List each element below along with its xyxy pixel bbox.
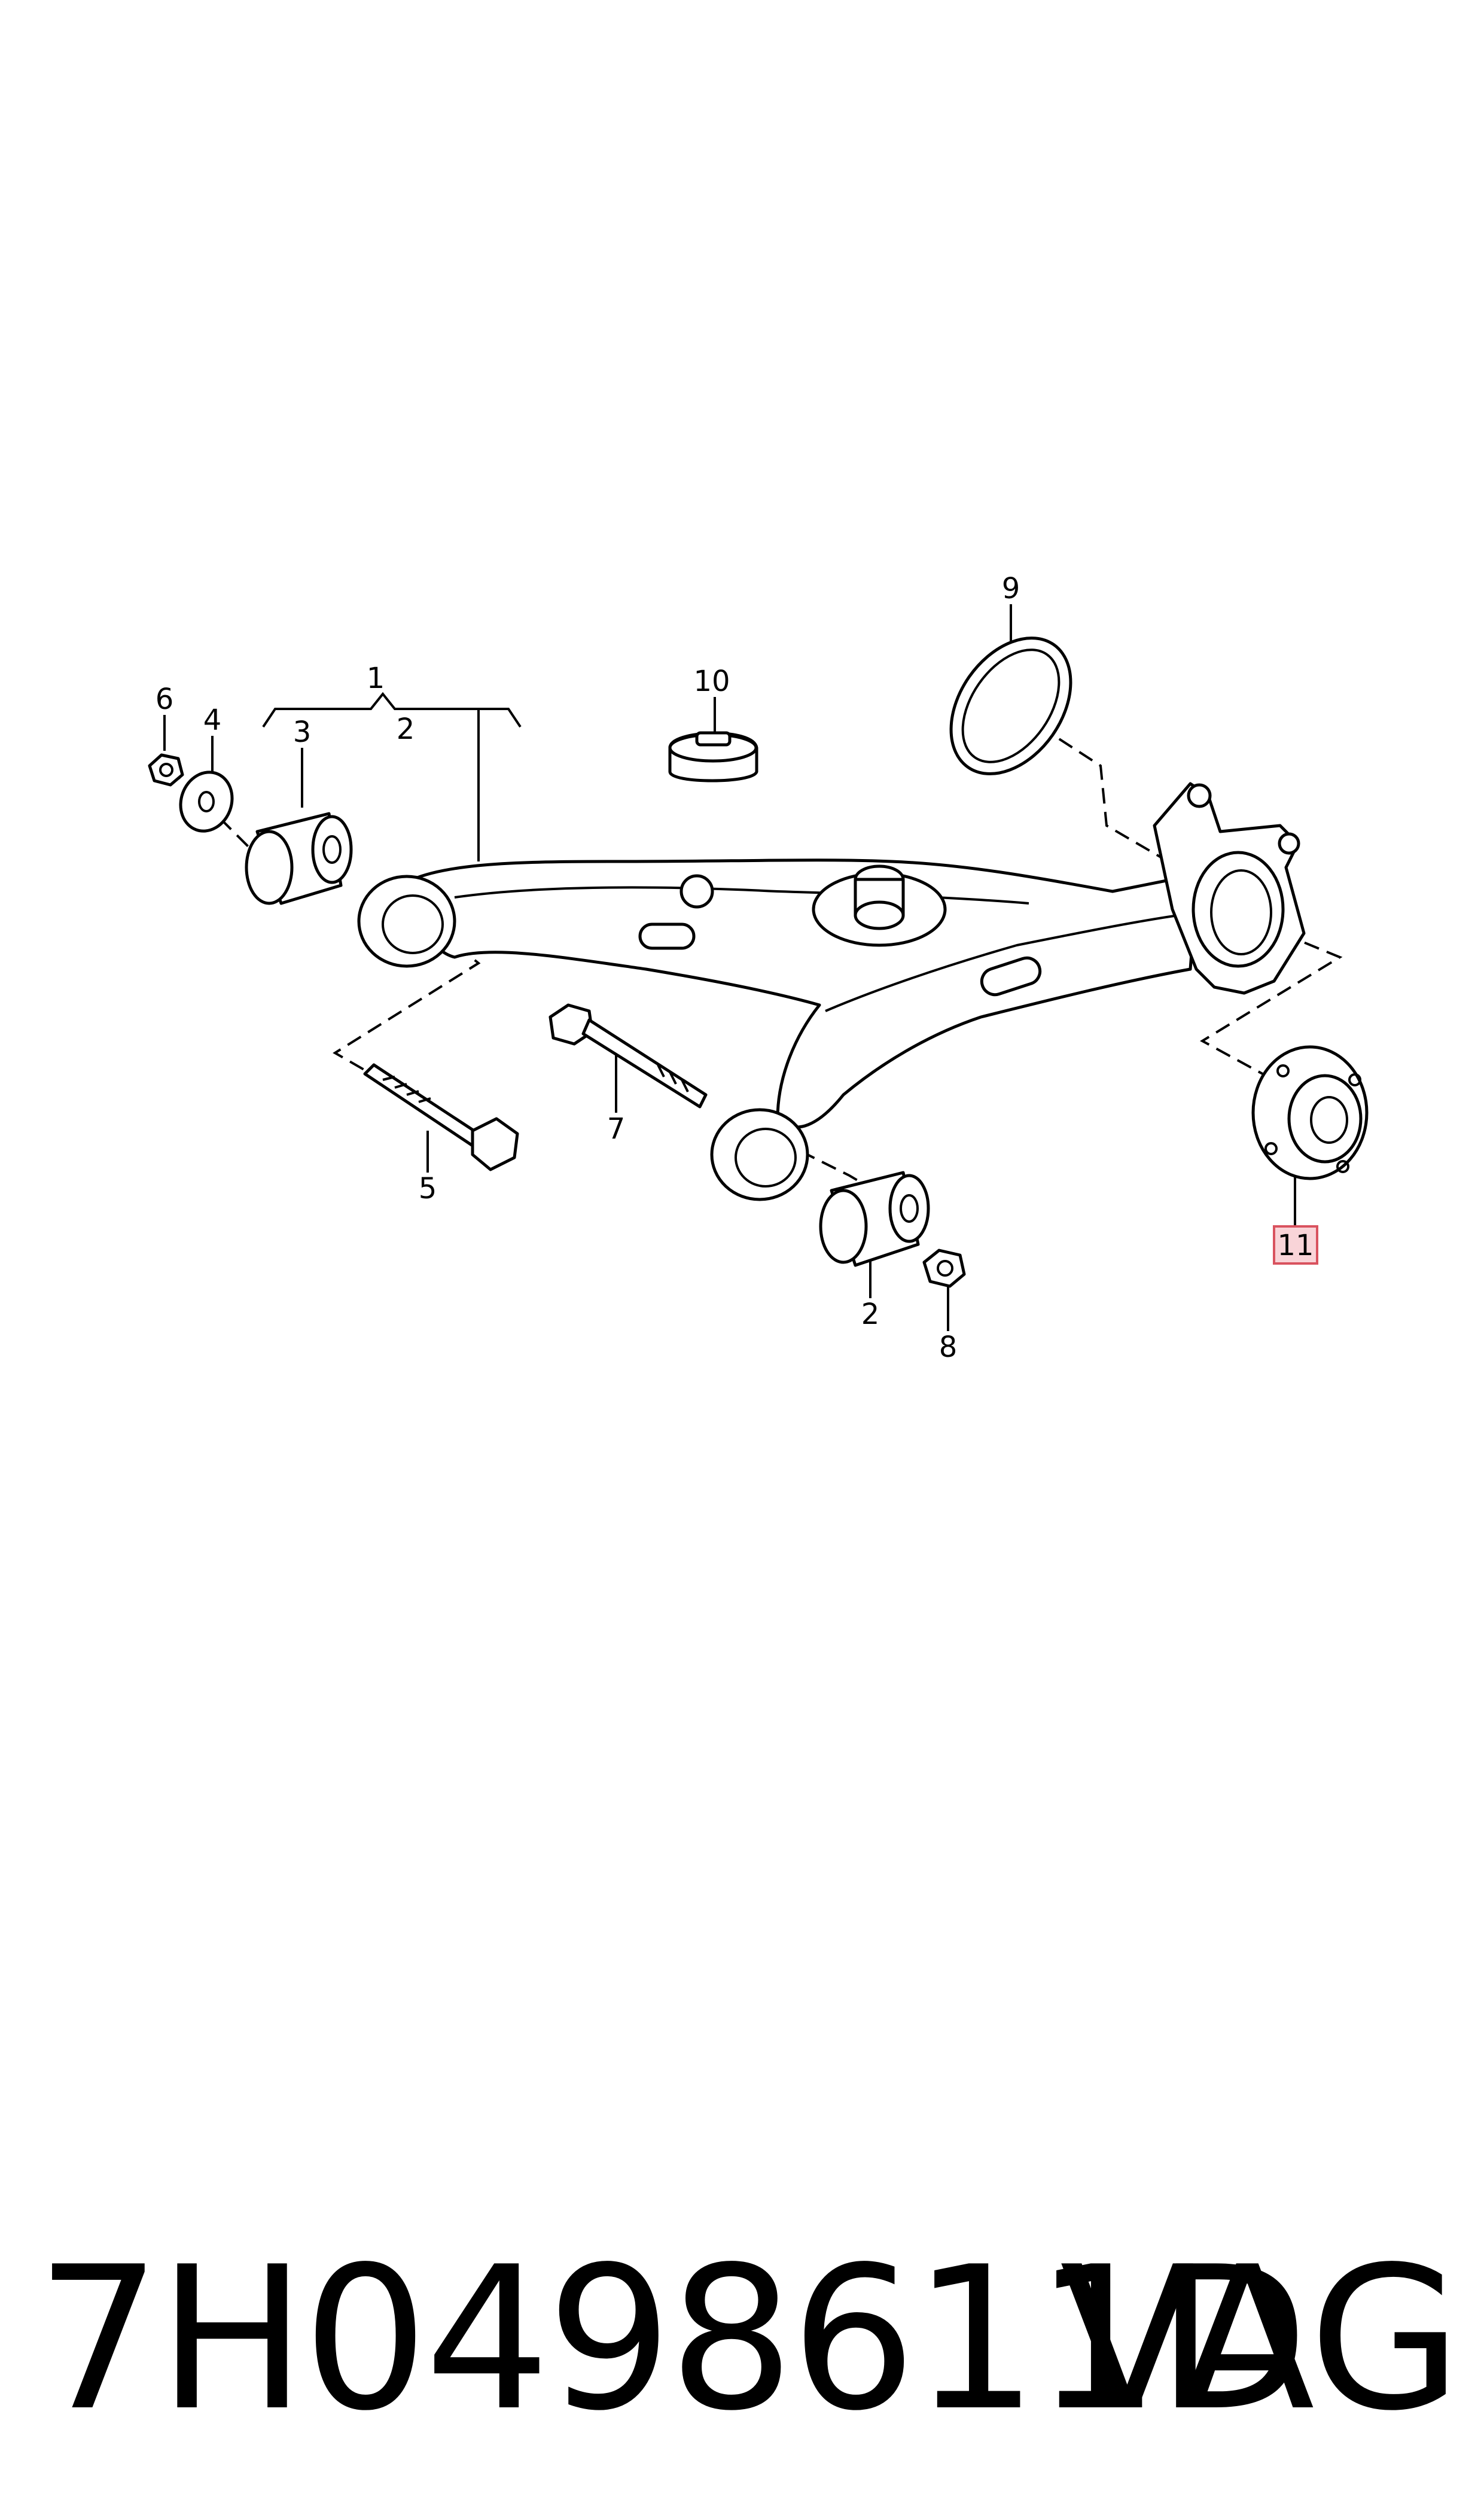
callout-7: 7 (607, 1112, 626, 1146)
callout-1: 1 (367, 662, 385, 695)
callout-5: 5 (419, 1172, 437, 1205)
footer: 7H0498611D VAG (36, 2213, 1462, 2465)
leader-lines (163, 604, 1296, 1331)
part-number: 7H0498611D (36, 2224, 1309, 2454)
part-2-bushing (819, 1171, 930, 1267)
part-4-washer (179, 771, 234, 833)
part-6-nut (148, 753, 184, 787)
part-8-nut (922, 1249, 966, 1288)
part-7-bolt (548, 1003, 708, 1109)
callout-9: 9 (1002, 572, 1020, 605)
callout-4: 4 (203, 704, 222, 737)
callout-3: 3 (293, 715, 312, 749)
part-9-seal-ring (949, 637, 1072, 775)
callout-2: 2 (397, 713, 415, 746)
callout-2-bottom: 2 (861, 1298, 880, 1331)
callout-11: 11 (1277, 1229, 1314, 1262)
callout-8: 8 (939, 1330, 958, 1364)
part-10-plug (668, 731, 758, 783)
callout-6: 6 (156, 683, 174, 716)
part-5-bolt (363, 1063, 519, 1171)
callout-11-highlight (1273, 1225, 1318, 1265)
arm-bushings (357, 875, 809, 1201)
control-arm (411, 858, 1198, 1129)
callouts: 1 2 3 4 6 5 7 2 8 9 10 11 (156, 572, 1318, 1364)
wheel-carrier (1153, 782, 1306, 995)
callout-10: 10 (693, 665, 730, 698)
part-3-bushing (245, 812, 353, 905)
brand-label: VAG (1059, 2224, 1462, 2454)
part-11-wheel-hub (1251, 1045, 1369, 1180)
